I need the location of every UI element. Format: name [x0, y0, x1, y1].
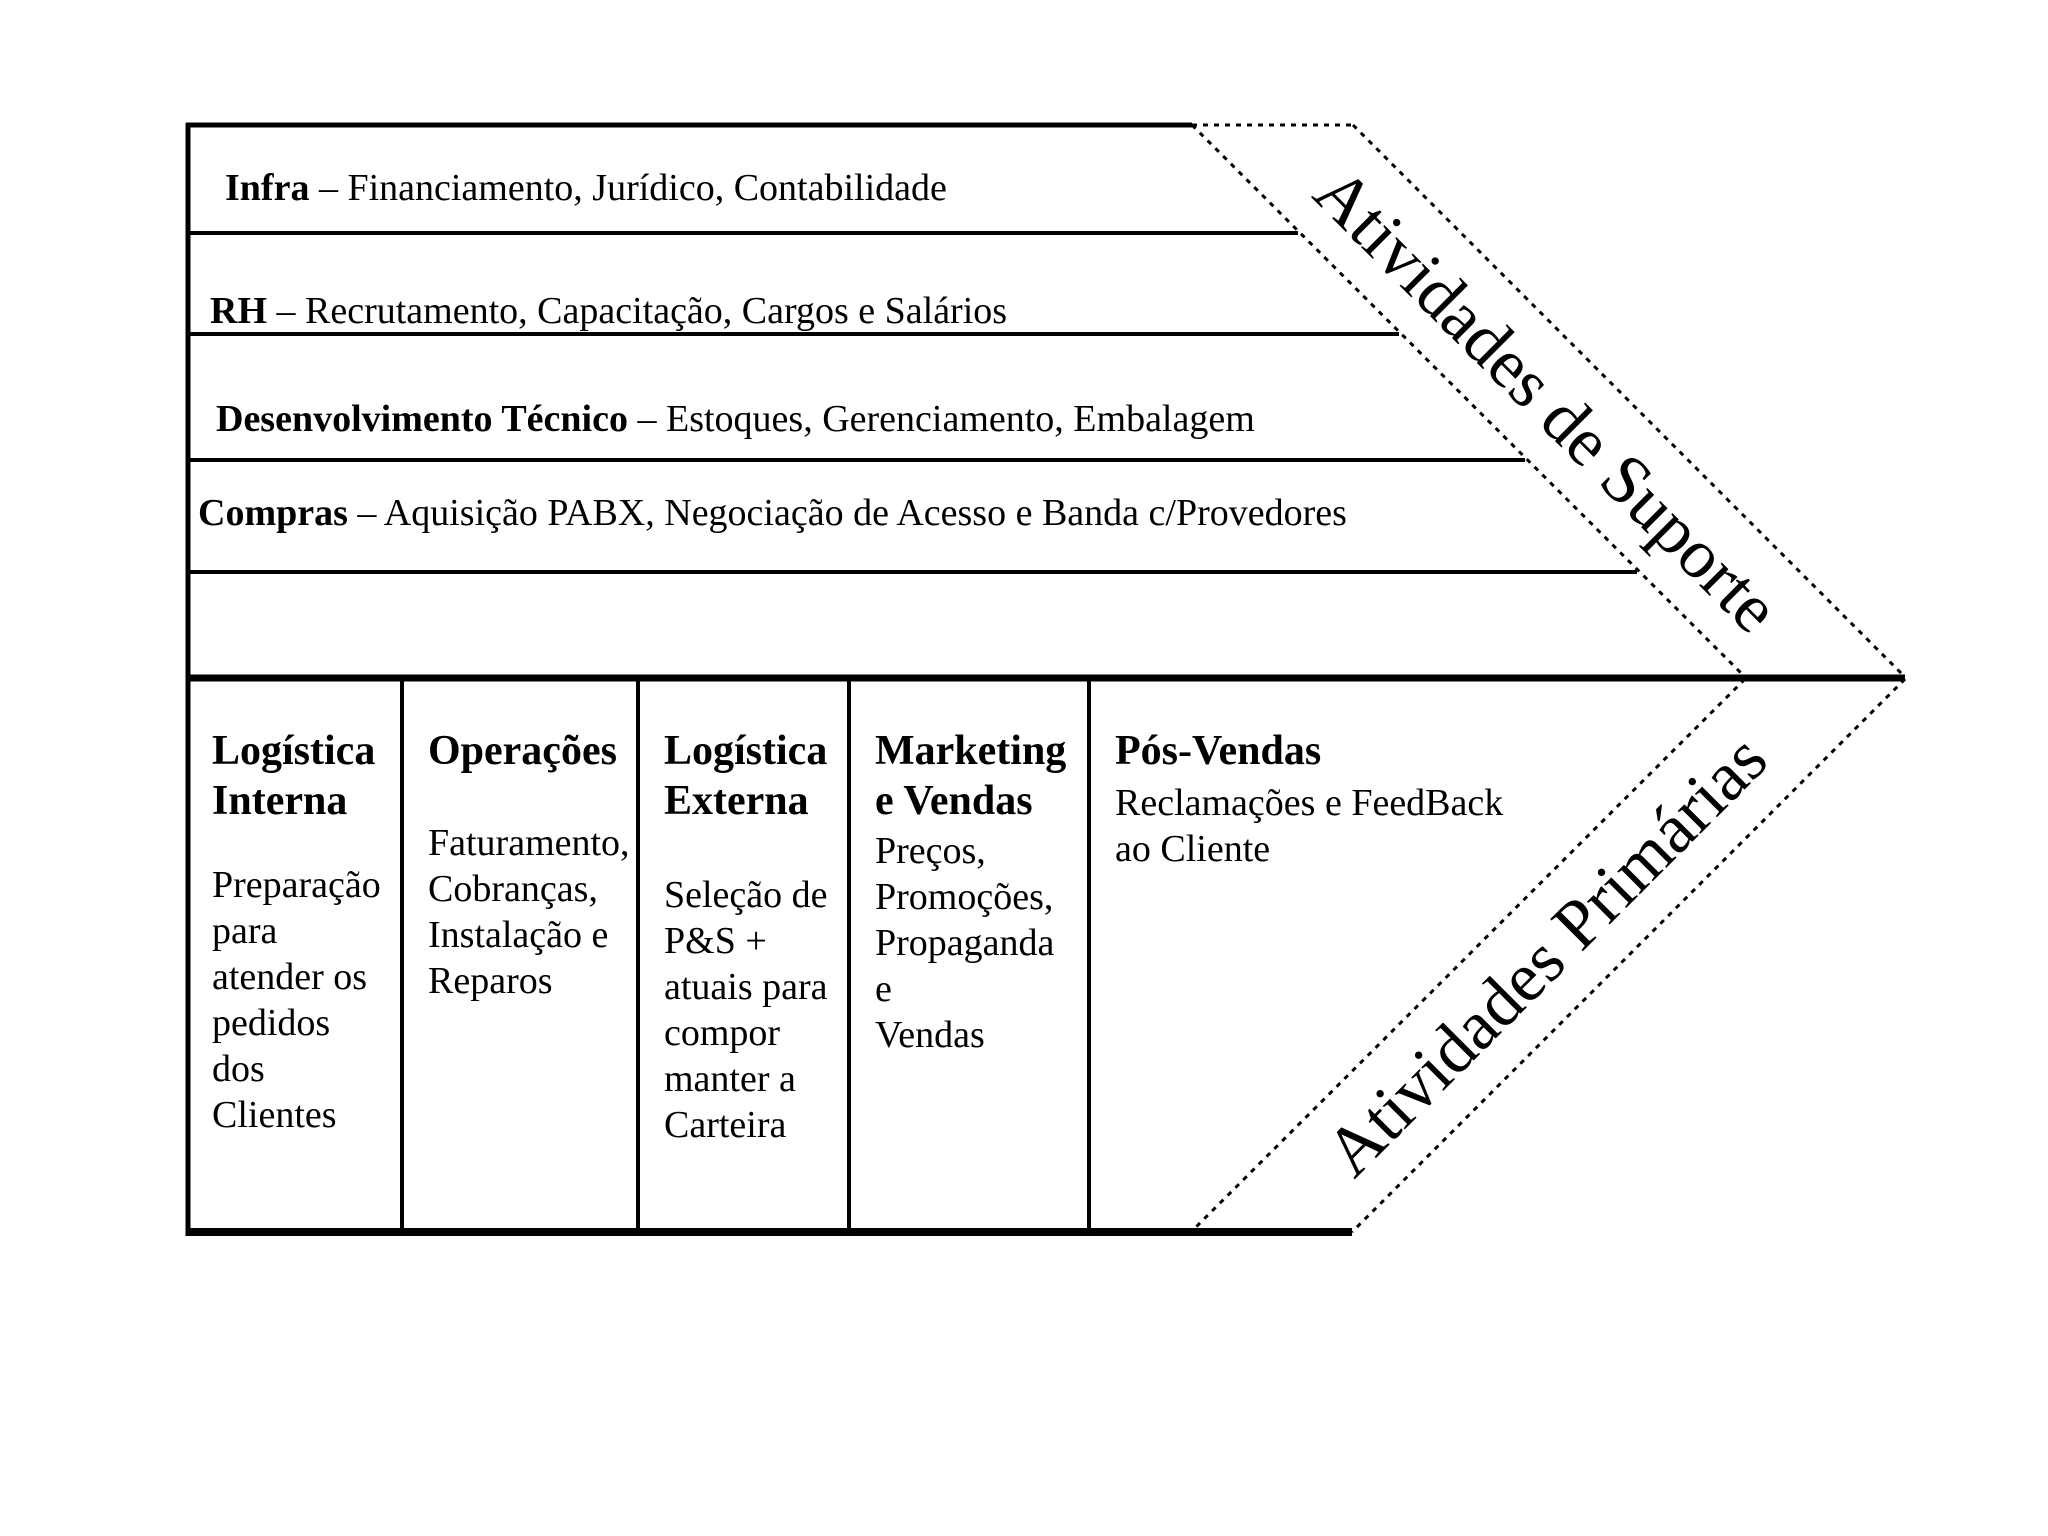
- support-row-compras-text: – Aquisição PABX, Negociação de Acesso e…: [347, 492, 1347, 534]
- primary-column-body: Seleção de P&S + atuais para compor mant…: [664, 874, 828, 1146]
- support-row-infra-text: – Financiamento, Jurídico, Contabilidade: [309, 167, 947, 209]
- primary-column-pos-vendas: Pós-Vendas Reclamações e FeedBack ao Cli…: [1089, 682, 1609, 872]
- primary-band-inner-diagonal: [1188, 677, 1747, 1235]
- primary-column-title: Operações: [428, 728, 617, 774]
- support-row-compras: Compras – Aquisição PABX, Negociação de …: [198, 490, 1347, 536]
- support-row-rh-text: – Recrutamento, Capacitação, Cargos e Sa…: [267, 290, 1008, 332]
- primary-column-title: Logística Interna: [212, 728, 376, 824]
- support-row-rh-head: RH: [210, 290, 267, 332]
- support-row-desenvolvimento: Desenvolvimento Técnico – Estoques, Gere…: [216, 396, 1255, 442]
- primary-column-logistica-interna: Logística Interna Preparação para atende…: [186, 682, 402, 1138]
- support-row-infra: Infra – Financiamento, Jurídico, Contabi…: [225, 165, 947, 211]
- primary-column-operacoes: Operações Faturamento, Cobranças, Instal…: [402, 682, 638, 1004]
- support-row-compras-head: Compras: [198, 492, 348, 534]
- primary-column-body: Reclamações e FeedBack ao Cliente: [1115, 782, 1504, 870]
- primary-column-body: Preços, Promoções, Propaganda e Vendas: [875, 830, 1055, 1056]
- primary-column-title: Pós-Vendas: [1115, 728, 1322, 774]
- primary-column-body: Faturamento, Cobranças, Instalação e Rep…: [428, 822, 630, 1002]
- primary-column-marketing-vendas: Marketing e Vendas Preços, Promoções, Pr…: [849, 682, 1089, 1058]
- support-row-infra-head: Infra: [225, 167, 310, 209]
- primary-column-title: Logística Externa: [664, 728, 828, 824]
- support-row-desenvolvimento-head: Desenvolvimento Técnico: [216, 398, 628, 440]
- support-row-desenvolvimento-text: – Estoques, Gerenciamento, Embalagem: [627, 398, 1255, 440]
- primary-column-title: Marketing e Vendas: [875, 728, 1067, 824]
- support-band-outer-diagonal: [1351, 123, 1907, 679]
- primary-column-logistica-externa: Logística Externa Seleção de P&S + atuai…: [638, 682, 849, 1148]
- support-row-rh: RH – Recrutamento, Capacitação, Cargos e…: [210, 288, 1007, 334]
- primary-column-body: Preparação para atender os pedidos dos C…: [212, 864, 381, 1136]
- primary-band-outer-diagonal: [1350, 677, 1907, 1234]
- support-band-inner-diagonal: [1190, 123, 1747, 679]
